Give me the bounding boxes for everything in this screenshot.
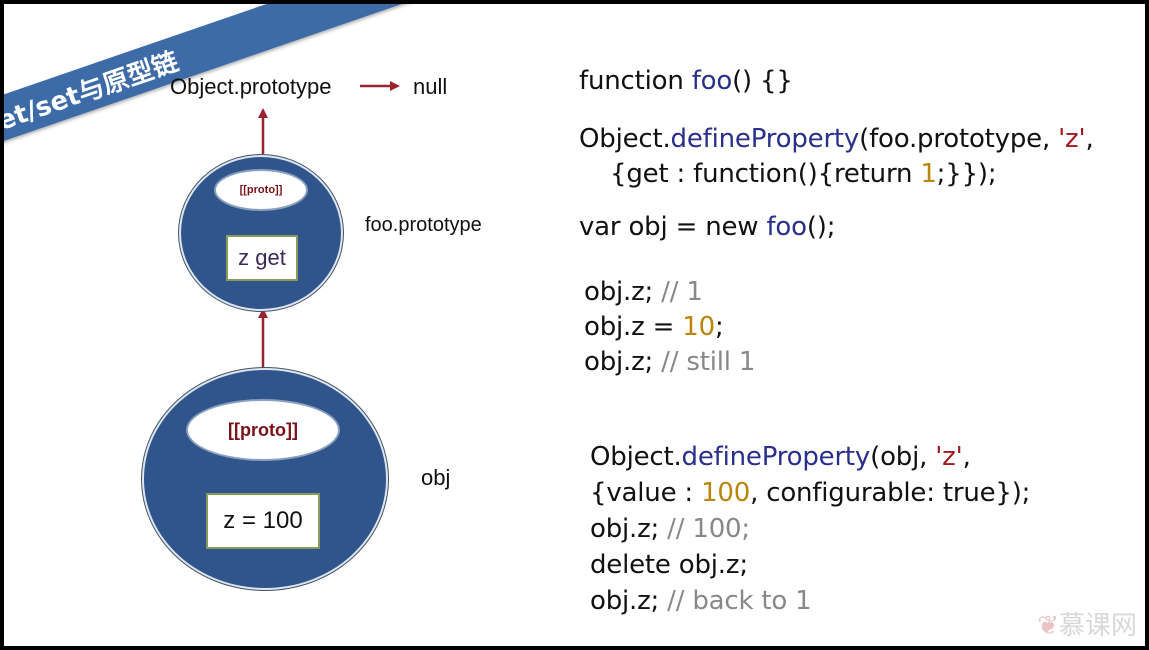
code-line-10: obj.z; // 100;: [590, 514, 750, 544]
code-line-5: obj.z; // 1: [584, 277, 703, 307]
foo-proto-slot: [[proto]]: [214, 169, 308, 211]
code-line-4: var obj = new foo();: [579, 212, 836, 242]
code-line-12: obj.z; // back to 1: [590, 586, 812, 616]
code-line-1: function foo() {}: [579, 66, 793, 96]
obj-property-box: z = 100: [206, 493, 320, 549]
code-line-3: {get : function(){return 1;}});: [610, 159, 997, 189]
code-line-8: Object.defineProperty(obj, 'z',: [590, 442, 971, 472]
obj-proto-slot: [[proto]]: [186, 399, 340, 461]
code-line-11: delete obj.z;: [590, 550, 748, 580]
code-line-2: Object.defineProperty(foo.prototype, 'z'…: [579, 124, 1094, 154]
foo-prototype-label: foo.prototype: [365, 214, 482, 236]
foo-property-box: z get: [226, 235, 298, 281]
obj-label: obj: [421, 465, 451, 490]
code-line-7: obj.z; // still 1: [584, 347, 756, 377]
slide: get/set与原型链 Object.prototype null [[prot…: [4, 4, 1145, 646]
null-label: null: [413, 74, 448, 99]
flame-icon: ❦: [1037, 611, 1059, 641]
prototype-chain-arrows: [258, 81, 400, 372]
object-prototype-label: Object.prototype: [170, 74, 332, 99]
code-line-9: {value : 100, configurable: true});: [590, 478, 1031, 508]
code-line-6: obj.z = 10;: [584, 312, 724, 342]
watermark-logo: ❦慕课网: [1037, 611, 1137, 641]
